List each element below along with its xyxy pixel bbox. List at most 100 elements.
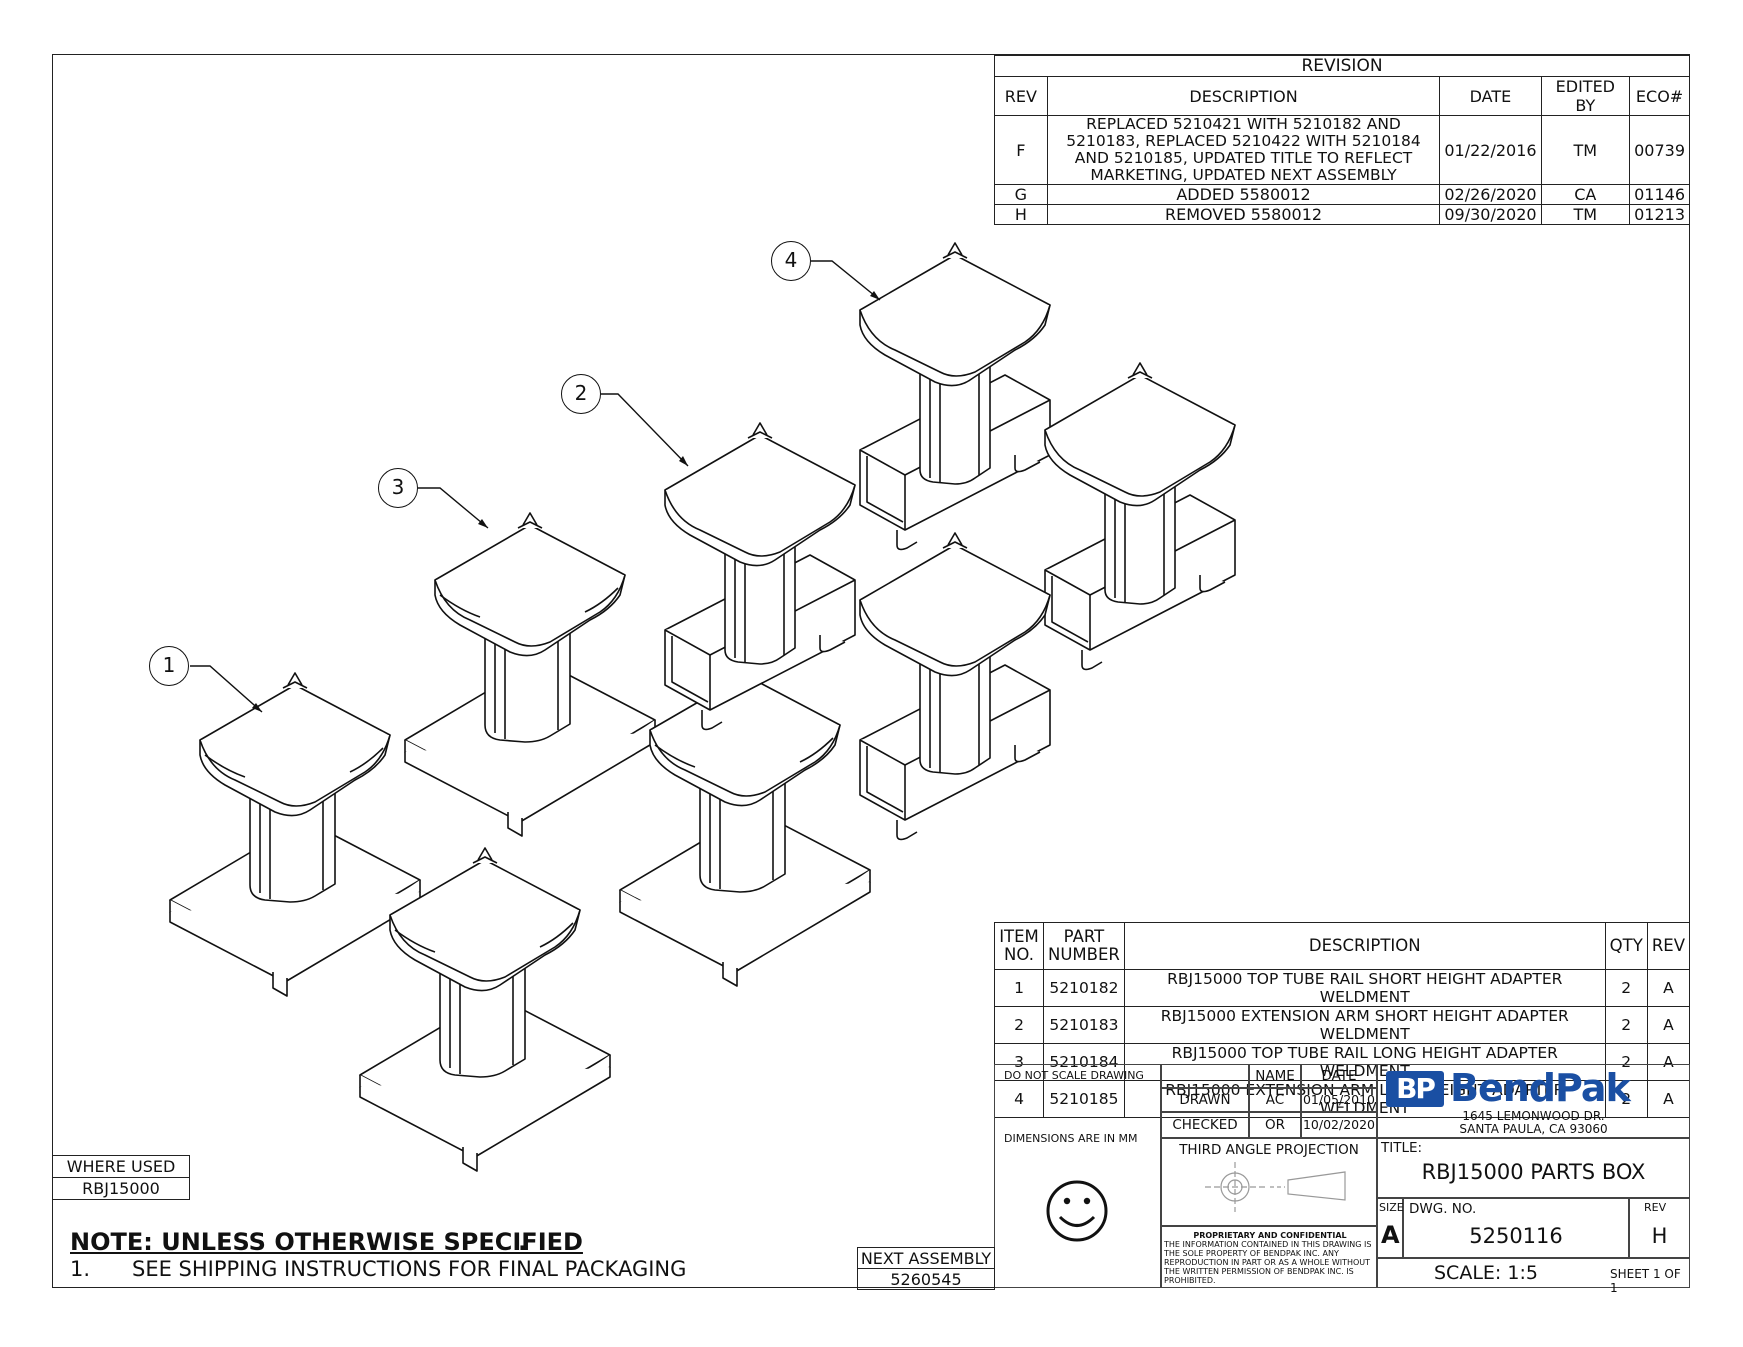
description-cell: RBJ15000 EXTENSION ARM SHORT HEIGHT ADAP… (1123, 1006, 1606, 1044)
checked-name: OR (1249, 1112, 1301, 1138)
rev-date-cell: 09/30/2020 (1439, 204, 1542, 225)
part-cell: 5210183 (1043, 1006, 1125, 1044)
next-assembly-table: NEXT ASSEMBLY 5260545 (857, 1247, 995, 1290)
drawn-label: DRAWN (1161, 1088, 1249, 1112)
rev-eco-cell: 00739 (1629, 115, 1690, 185)
company-logo-text: BendPak (1450, 1066, 1631, 1110)
title-block: DO NOT SCALE DRAWING DIMENSIONS ARE IN M… (994, 1064, 1690, 1295)
rev-description-cell: REMOVED 5580012 (1046, 204, 1441, 225)
next-assembly-value: 5260545 (857, 1268, 995, 1290)
sheet-number: SHEET 1 OF 1 (1610, 1267, 1681, 1295)
where-used-table: WHERE USED RBJ15000 (52, 1155, 190, 1200)
rev-cell: F (994, 115, 1048, 185)
title-region (1377, 1138, 1690, 1198)
drawing-rev: H (1651, 1224, 1668, 1248)
item-header-line: NO. (1004, 945, 1034, 964)
rev-eco-cell: 01146 (1629, 184, 1690, 205)
item-cell: 2 (994, 1006, 1044, 1044)
rev-cell: A (1646, 1080, 1691, 1118)
rev-edited-by-cell: CA (1540, 184, 1631, 205)
balloon-2: 2 (561, 374, 601, 414)
rev-description-line: REPLACED 5210421 WITH 5210182 AND (1086, 115, 1401, 133)
proprietary-title: PROPRIETARY AND CONFIDENTIAL (1193, 1231, 1347, 1240)
rev-cell: H (994, 204, 1048, 225)
item-cell: 4 (994, 1080, 1044, 1118)
qty-cell: 2 (1604, 1080, 1648, 1118)
scale-region (1377, 1258, 1690, 1288)
rev-cell: A (1646, 969, 1691, 1007)
grid-blank (1161, 1064, 1249, 1088)
description-cell: RBJ15000 TOP TUBE RAIL SHORT HEIGHT ADAP… (1123, 969, 1606, 1007)
title-label: TITLE: (1381, 1140, 1423, 1156)
rev-label: REV (1644, 1201, 1667, 1214)
balloon-4: 4 (771, 241, 811, 281)
part-cell: 5210182 (1043, 969, 1125, 1007)
revision-row: F REPLACED 5210421 WITH 5210182 AND 5210… (994, 115, 1690, 185)
qty-cell: 2 (1604, 969, 1648, 1007)
item-header-line: ITEM (999, 927, 1039, 946)
proprietary-line: REPRODUCTION IN PART OR AS A WHOLE WITHO… (1164, 1258, 1371, 1267)
rev-edited-by-cell: TM (1540, 204, 1631, 225)
rev-date-cell: 02/26/2020 (1439, 184, 1542, 205)
do-not-scale-note: DO NOT SCALE DRAWING (1004, 1069, 1144, 1082)
revision-caption: REVISION (994, 55, 1690, 77)
notes-title-period: . (518, 1228, 528, 1256)
rev-date-cell: 01/22/2016 (1439, 115, 1542, 185)
size-label: SIZE (1379, 1201, 1404, 1214)
company-address-line-1: 1645 LEMONWOOD DR. (1462, 1109, 1605, 1123)
drawing-number: 5250116 (1469, 1224, 1563, 1248)
part-header-line: PART (1063, 927, 1105, 946)
edited-by-col-header: EDITED BY (1540, 76, 1631, 116)
proprietary-line: THE INFORMATION CONTAINED IN THIS DRAWIN… (1164, 1240, 1372, 1249)
rev-col-header: REV (994, 76, 1048, 116)
drawn-date: 01/05/2010 (1301, 1088, 1377, 1112)
rev-cell: G (994, 184, 1048, 205)
drawing-scale: SCALE: 1:5 (1434, 1262, 1538, 1284)
dimensions-note: DIMENSIONS ARE IN MM (1004, 1132, 1138, 1145)
tolerance-region (994, 1064, 1161, 1288)
rev-edited-by-cell: TM (1540, 115, 1631, 185)
sheet-size: A (1381, 1221, 1400, 1249)
company-address-line-2: SANTA PAULA, CA 93060 (1459, 1122, 1608, 1136)
revision-table: REVISION REV DESCRIPTION DATE EDITED BY … (994, 55, 1690, 225)
balloon-3: 3 (378, 468, 418, 508)
rev-description-line: 5210183, REPLACED 5210422 WITH 5210184 (1066, 132, 1421, 150)
bom-row: 2 5210183 RBJ15000 EXTENSION ARM SHORT H… (994, 1006, 1691, 1044)
rev-cell: A (1646, 1043, 1691, 1081)
part-header-line: NUMBER (1048, 945, 1120, 964)
qty-col-header: QTY (1604, 922, 1648, 970)
projection-region (1161, 1138, 1377, 1226)
note-number: 1. (70, 1257, 91, 1281)
checked-date: 10/02/2020 (1301, 1112, 1377, 1138)
dwg-no-region (1403, 1198, 1629, 1258)
rev-col-header: REV (1646, 922, 1691, 970)
description-col-header: DESCRIPTION (1046, 76, 1441, 116)
qty-cell: 2 (1604, 1006, 1648, 1044)
bom-row: 4 5210185 RBJ15000 EXTENSION ARM LONG HE… (994, 1080, 1691, 1118)
date-col-header: DATE (1439, 76, 1542, 116)
company-logo-wordmark: BendPak (1450, 1066, 1631, 1110)
drawing-title: RBJ15000 PARTS BOX (1421, 1160, 1646, 1184)
proprietary-line: PROHIBITED. (1164, 1276, 1216, 1285)
item-cell: 1 (994, 969, 1044, 1007)
rev-description-line: AND 5210185, UPDATED TITLE TO REFLECT (1074, 149, 1413, 167)
rev-eco-cell: 01213 (1629, 204, 1690, 225)
proprietary-line: THE SOLE PROPERTY OF BENDPAK INC. ANY (1164, 1249, 1339, 1258)
eco-col-header: ECO# (1629, 76, 1690, 116)
revision-row: G ADDED 5580012 02/26/2020 CA 01146 (994, 184, 1690, 205)
next-assembly-label: NEXT ASSEMBLY (857, 1247, 995, 1269)
where-used-value: RBJ15000 (52, 1177, 190, 1200)
projection-label: THIRD ANGLE PROJECTION (1179, 1142, 1359, 1158)
rev-description-line: MARKETING, UPDATED NEXT ASSEMBLY (1090, 166, 1397, 184)
date-header: DATE (1301, 1064, 1377, 1088)
proprietary-region (1161, 1226, 1377, 1288)
where-used-label: WHERE USED (52, 1155, 190, 1178)
bom-row: 1 5210182 RBJ15000 TOP TUBE RAIL SHORT H… (994, 969, 1691, 1007)
rev-region (1629, 1198, 1690, 1258)
revision-row: H REMOVED 5580012 09/30/2020 TM 01213 (994, 204, 1690, 225)
notes-title: NOTE: UNLESS OTHERWISE SPECIFIED (70, 1228, 583, 1256)
name-header: NAME (1249, 1064, 1301, 1088)
